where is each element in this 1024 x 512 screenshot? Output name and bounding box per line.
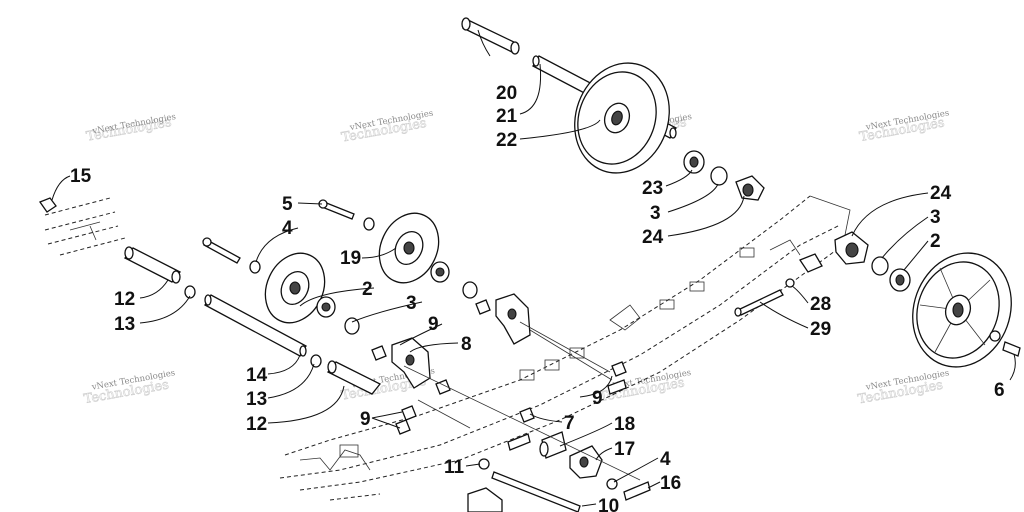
spacer-tube	[461, 17, 520, 55]
callout-4: 4	[282, 218, 293, 239]
cam-bracket	[569, 445, 603, 479]
top-axle-assembly	[461, 17, 765, 201]
washer	[478, 458, 490, 470]
callout-16: 16	[660, 473, 681, 494]
callout-9: 9	[360, 409, 371, 430]
callout-15: 15	[70, 166, 92, 187]
pivot-bracket	[391, 337, 431, 389]
bearing	[316, 296, 336, 318]
bearing	[889, 268, 911, 292]
nut	[475, 299, 491, 315]
snap-ring	[871, 256, 889, 276]
idler-wheel	[378, 212, 440, 284]
callout-12: 12	[114, 289, 135, 310]
washer	[310, 354, 322, 368]
left-axle-parts	[38, 197, 382, 395]
watermark-2: Technologies vNext Technologies	[340, 109, 434, 146]
bolt	[623, 481, 651, 501]
callout-19: 19	[340, 248, 361, 269]
nut	[395, 419, 411, 435]
callout-2: 2	[930, 231, 941, 252]
callout-9: 9	[428, 314, 439, 335]
callout-28: 28	[810, 294, 831, 315]
left-rail-fragment	[44, 197, 126, 256]
callout-21: 21	[496, 106, 518, 127]
watermark-1: Technologies vNext Technologies	[85, 112, 177, 145]
nut	[989, 330, 1021, 357]
callout-29: 29	[810, 319, 831, 340]
idler-wheel	[264, 252, 326, 324]
washer	[606, 478, 618, 490]
snap-ring	[344, 317, 360, 335]
long-shaft	[491, 471, 581, 512]
hub	[735, 175, 765, 201]
watermark-4: Technologies vNext Technologies	[858, 108, 950, 145]
spacer-tube	[123, 246, 182, 284]
callout-13: 13	[114, 314, 135, 335]
axle-shaft	[204, 294, 307, 357]
callout-6: 6	[994, 380, 1005, 401]
callout-11: 11	[444, 457, 465, 478]
washer	[363, 217, 375, 231]
bolt	[318, 199, 355, 220]
callout-17: 17	[614, 439, 635, 460]
nut	[38, 197, 57, 213]
idler-wheel-large	[574, 62, 670, 174]
pivot-bracket-lower	[467, 487, 503, 512]
callout-20: 20	[496, 83, 517, 104]
callout-22: 22	[496, 130, 517, 151]
callout-24: 24	[642, 227, 664, 248]
bracket-nut	[785, 253, 823, 288]
bolt	[507, 433, 531, 451]
left-idler-assembly	[202, 199, 478, 335]
right-assembly	[734, 231, 1021, 368]
callout-24: 24	[930, 183, 952, 204]
callout-4: 4	[660, 449, 671, 470]
nut	[371, 345, 387, 361]
nut	[519, 407, 535, 423]
callout-5: 5	[282, 194, 293, 215]
callout-9: 9	[592, 388, 603, 409]
callout-14: 14	[246, 365, 268, 386]
hub	[834, 231, 869, 265]
spacer-tube	[326, 360, 382, 395]
snap-ring	[710, 166, 728, 186]
snap-ring	[462, 281, 478, 299]
pivot-bracket	[495, 293, 531, 345]
nut	[611, 361, 627, 377]
callout-3: 3	[406, 293, 417, 314]
callout-2: 2	[362, 279, 373, 300]
washer	[249, 260, 261, 274]
callout-8: 8	[461, 334, 472, 355]
bearing	[683, 150, 705, 174]
callout-12: 12	[246, 414, 267, 435]
washer	[184, 285, 196, 299]
callout-13: 13	[246, 389, 267, 410]
watermark-5: Technologies vNext Technologies	[82, 368, 176, 407]
watermark-8: Technologies vNext Technologies	[856, 368, 950, 407]
leader-lines	[51, 29, 1016, 507]
bushing	[539, 431, 567, 459]
callout-18: 18	[614, 414, 635, 435]
bearing	[430, 261, 450, 283]
nut	[401, 405, 417, 421]
spoked-wheel	[912, 252, 1012, 368]
callout-23: 23	[642, 178, 663, 199]
center-components	[371, 293, 651, 512]
bolt	[607, 379, 627, 395]
callout-7: 7	[564, 413, 575, 434]
callout-3: 3	[650, 203, 661, 224]
slide-rail	[279, 195, 851, 501]
callout-3: 3	[930, 207, 941, 228]
bolt	[202, 237, 241, 264]
callout-10: 10	[598, 496, 619, 512]
